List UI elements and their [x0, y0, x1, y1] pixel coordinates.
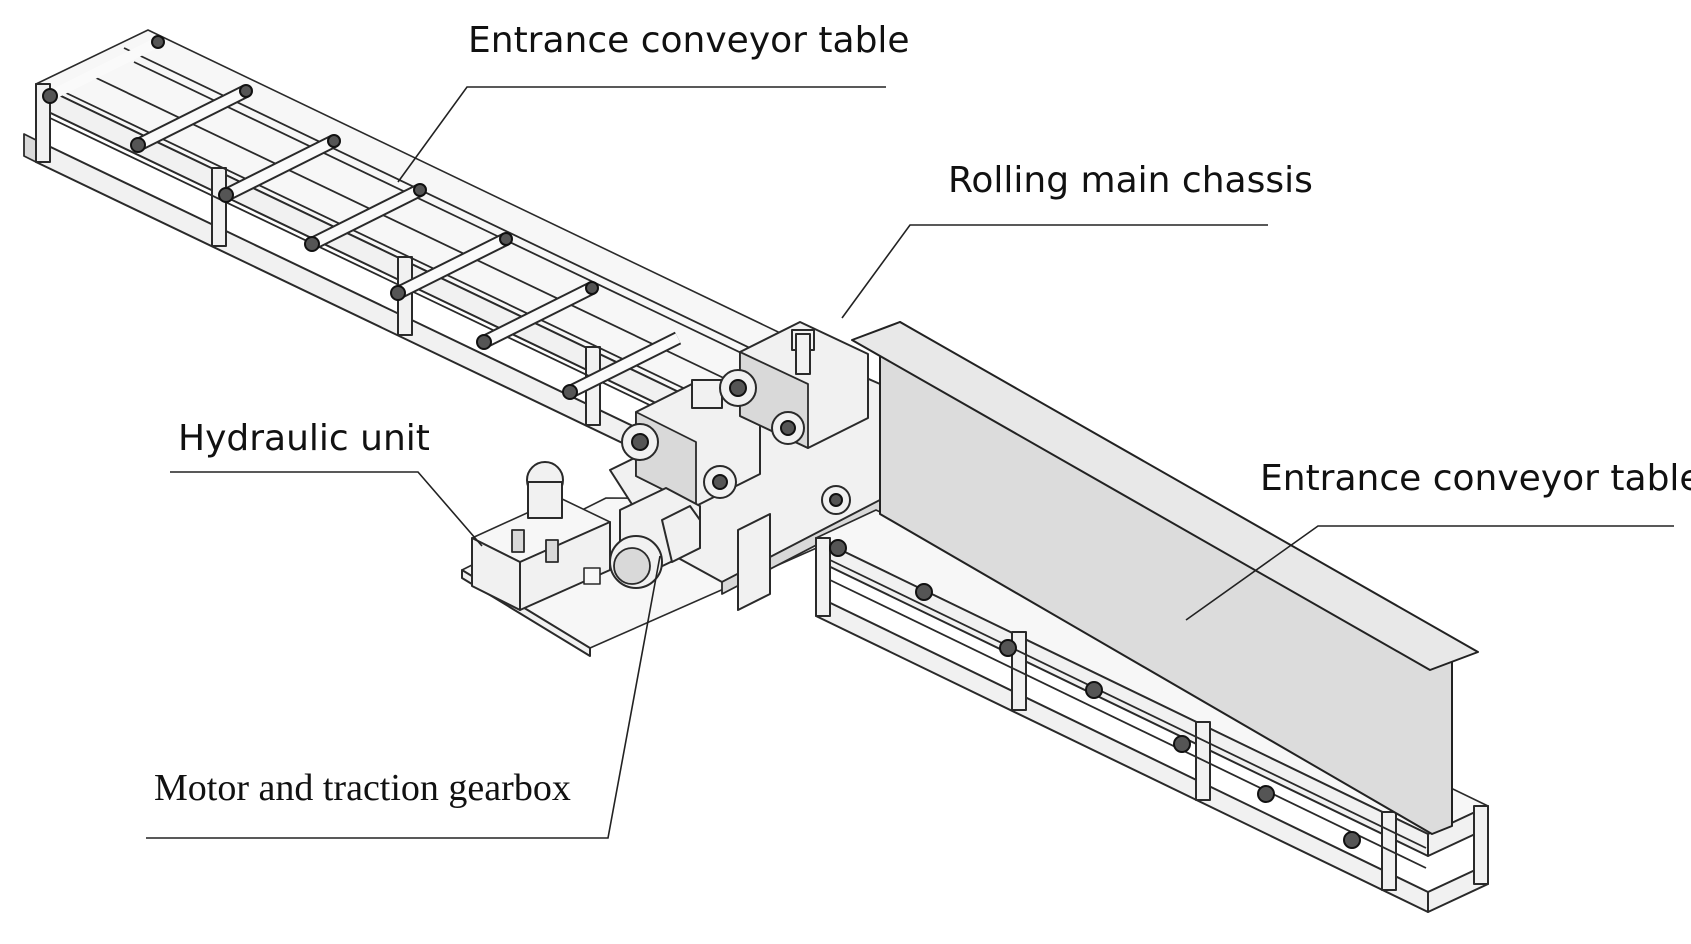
left-conveyor-rollers [42, 35, 682, 400]
label-entrance-conveyor-table-right: Entrance conveyor table [1260, 458, 1691, 499]
leader-hydraulic-unit [170, 471, 483, 547]
leader-entrance-right [1185, 525, 1674, 621]
motor-and-traction-gearbox [609, 487, 701, 589]
leader-rolling-chassis [841, 224, 1268, 319]
label-entrance-conveyor-table-top: Entrance conveyor table [468, 20, 910, 61]
label-rolling-main-chassis: Rolling main chassis [948, 160, 1313, 201]
right-conveyor-table [815, 321, 1489, 913]
hydraulic-unit [471, 461, 611, 611]
label-hydraulic-unit: Hydraulic unit [178, 418, 430, 459]
leader-entrance-top [397, 86, 886, 183]
leader-lines [146, 86, 1674, 839]
right-conveyor-rollers [829, 539, 1361, 849]
label-motor-and-traction-gearbox: Motor and traction gearbox [154, 767, 571, 809]
leader-motor-gearbox [146, 555, 661, 839]
left-conveyor-table [23, 29, 821, 485]
